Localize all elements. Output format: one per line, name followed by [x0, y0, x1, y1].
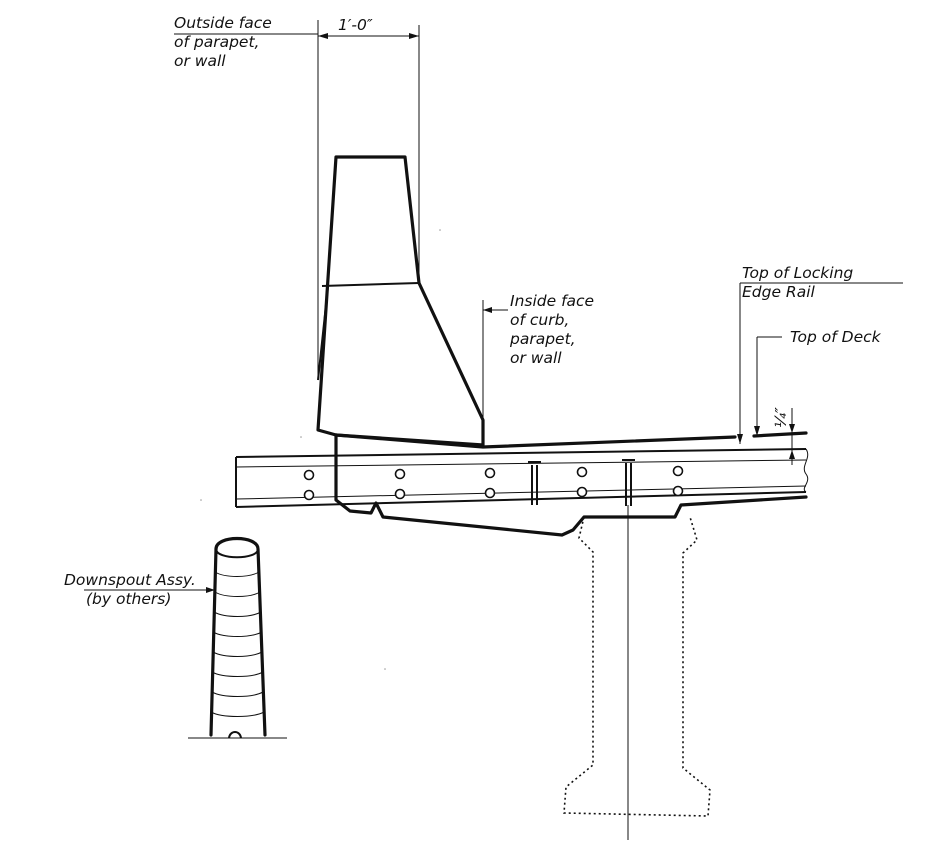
rail-bolt-hole — [303, 489, 315, 501]
width-dimension-label: 1′-0″ — [338, 16, 373, 34]
sheet-specks — [200, 229, 441, 670]
inside-face-line-4: or wall — [510, 349, 562, 367]
rail-bolt-hole — [576, 486, 588, 498]
rail-bolt-hole — [672, 485, 684, 497]
downspout-assembly: Downspout Assy. (by others) — [64, 537, 287, 739]
top-locking-edge-rail-line-1: Top of Locking — [742, 264, 853, 282]
downspout-line-1: Downspout Assy. — [64, 571, 196, 589]
rail-bolt-hole — [394, 488, 406, 500]
outside-face-line-3: or wall — [174, 52, 226, 70]
quarter-inch-dimension: ¼″ — [772, 407, 795, 465]
parapet — [316, 155, 485, 447]
rail-bolt-hole — [394, 468, 406, 480]
width-dimension: 1′-0″ — [317, 16, 420, 380]
curb-bottom-profile — [334, 433, 808, 537]
top-locking-edge-rail-line-2: Edge Rail — [742, 283, 816, 301]
top-of-deck-label: Top of Deck — [754, 328, 882, 436]
inside-face-line-2: of curb, — [510, 311, 569, 329]
girder-outline — [563, 505, 711, 840]
top-of-deck-text: Top of Deck — [790, 328, 882, 346]
outside-face-label: Outside face of parapet, or wall — [174, 14, 318, 70]
rail-bolt-hole — [576, 466, 588, 478]
outside-face-line-1: Outside face — [174, 14, 272, 32]
inside-face-line-1: Inside face — [510, 292, 594, 310]
rail-bolt-hole — [484, 487, 496, 499]
inside-face-line-3: parapet, — [509, 330, 576, 348]
deck-top-surface — [334, 431, 808, 449]
locking-edge-rail — [235, 448, 809, 508]
quarter-inch-text: ¼″ — [772, 407, 790, 428]
anchor-bolt — [622, 459, 635, 506]
rail-bolt-hole — [484, 467, 496, 479]
inside-face-label: Inside face of curb, parapet, or wall — [482, 292, 594, 445]
top-locking-edge-rail-label: Top of Locking Edge Rail — [737, 264, 903, 444]
rail-bolt-hole — [303, 469, 315, 481]
rail-bolt-hole — [672, 465, 684, 477]
anchor-bolt — [528, 461, 541, 505]
downspout-line-2: (by others) — [86, 590, 171, 608]
outside-face-line-2: of parapet, — [174, 33, 259, 51]
